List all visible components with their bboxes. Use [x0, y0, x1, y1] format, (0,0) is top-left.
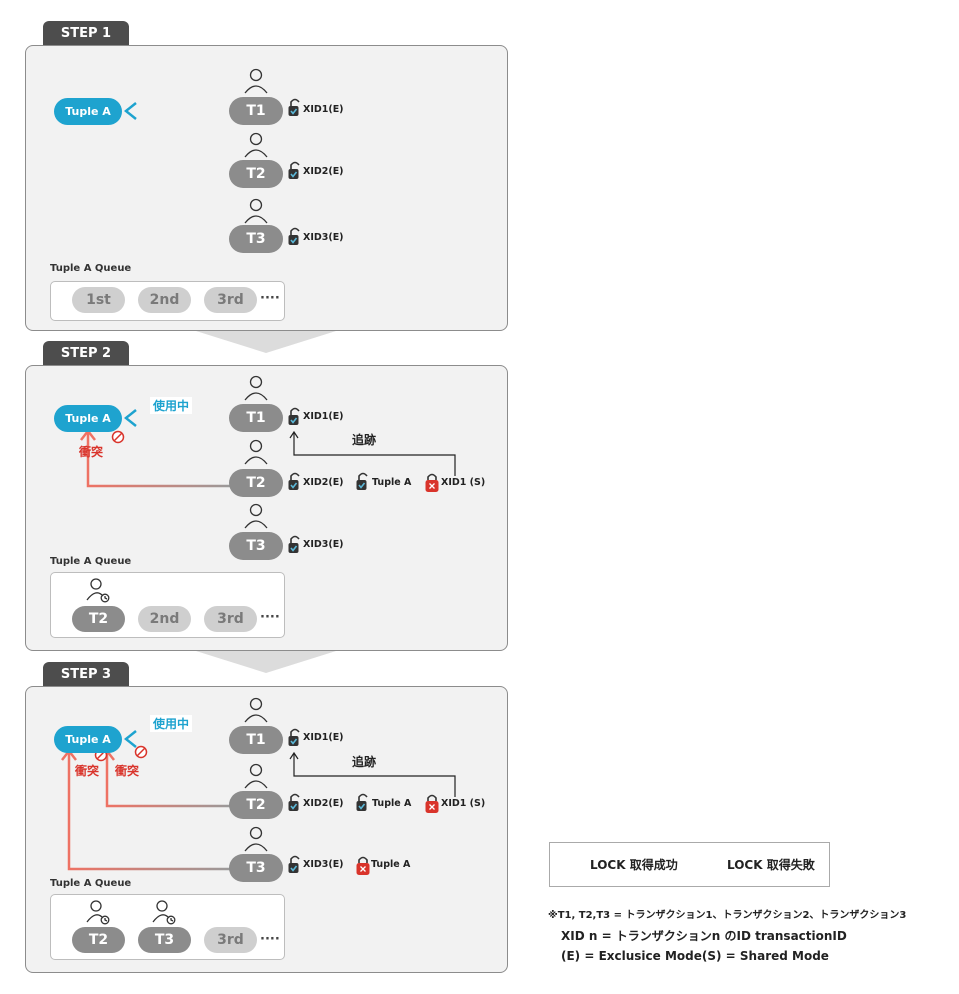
tuple-a-node: Tuple A	[54, 98, 122, 125]
transaction-t3: T3	[229, 225, 283, 253]
queue-ellipsis: ····	[260, 291, 280, 306]
in-use-label: 使用中	[150, 715, 193, 732]
queue-slot-2: 2nd	[138, 287, 191, 313]
person-icon	[244, 68, 268, 94]
xid-label: XID1 (S)	[441, 798, 486, 809]
queue-slot-1: T2	[72, 606, 125, 632]
waiting-person-icon	[86, 900, 110, 925]
person-icon	[244, 198, 268, 224]
conflict-label: 衝突	[115, 764, 140, 778]
follow-line	[289, 430, 456, 476]
transaction-t2: T2	[229, 791, 283, 819]
queue-slot-3: 3rd	[204, 927, 257, 953]
person-icon	[244, 439, 268, 465]
xid-label: XID3(E)	[303, 232, 344, 243]
lock-success-icon	[288, 98, 300, 116]
follow-label: 追跡	[352, 433, 377, 447]
xid-label: XID3(E)	[303, 859, 344, 870]
person-icon	[244, 132, 268, 158]
step-2-to-3-arrow	[196, 651, 336, 673]
xid-label: XID1(E)	[303, 104, 344, 115]
legend	[549, 842, 830, 887]
person-icon	[244, 697, 268, 723]
xid-label: XID1(E)	[303, 411, 344, 422]
in-use-label: 使用中	[150, 397, 193, 414]
t2-conflict-arrow	[80, 428, 230, 488]
conflict-label: 衝突	[79, 445, 104, 459]
step-1-to-2-arrow	[196, 331, 336, 353]
step-1-tab: STEP 1	[43, 21, 129, 47]
t1-to-tuple-arrow	[123, 102, 230, 120]
step-3-tab: STEP 3	[43, 662, 129, 688]
waiting-person-icon	[152, 900, 176, 925]
person-icon	[244, 375, 268, 401]
queue-ellipsis: ····	[260, 932, 280, 947]
note-line-1: ※T1, T2,T3 = トランザクション1、トランザクション2、トランザクショ…	[548, 910, 907, 921]
queue-ellipsis: ····	[260, 610, 280, 625]
queue-slot-2: T3	[138, 927, 191, 953]
step-2-tab: STEP 2	[43, 341, 129, 367]
lock-fail-icon	[425, 473, 439, 492]
person-icon	[244, 826, 268, 852]
tuple-a-node: Tuple A	[54, 726, 122, 753]
transaction-t3: T3	[229, 532, 283, 560]
block-icon	[134, 745, 148, 759]
queue-slot-1: 1st	[72, 287, 125, 313]
queue-title: Tuple A Queue	[50, 878, 132, 889]
queue-slot-2: 2nd	[138, 606, 191, 632]
queue-slot-3: 3rd	[204, 606, 257, 632]
xid-label: XID3(E)	[303, 539, 344, 550]
transaction-t1: T1	[229, 404, 283, 432]
note-line-3: (E) = Exclusice Mode(S) = Shared Mode	[561, 949, 829, 963]
note-line-2: XID n = トランザクションn のID transactionID	[561, 929, 847, 943]
person-icon	[244, 763, 268, 789]
t1-to-tuple-arrow	[123, 730, 230, 748]
xid-label: XID2(E)	[303, 477, 344, 488]
transaction-t3: T3	[229, 854, 283, 882]
waiting-person-icon	[86, 578, 110, 603]
t1-to-tuple-arrow	[123, 409, 230, 427]
xid-label: XID2(E)	[303, 798, 344, 809]
lock-target-label: Tuple A	[371, 859, 411, 870]
xid-label: XID1 (S)	[441, 477, 486, 488]
legend-success-label: LOCK 取得成功	[590, 858, 678, 872]
transaction-t2: T2	[229, 160, 283, 188]
follow-label: 追跡	[352, 755, 377, 769]
block-icon	[111, 430, 125, 444]
legend-fail-label: LOCK 取得失敗	[727, 858, 815, 872]
queue-title: Tuple A Queue	[50, 556, 132, 567]
conflict-label: 衝突	[75, 764, 100, 778]
lock-target-label: Tuple A	[372, 477, 412, 488]
follow-line	[289, 751, 456, 797]
tuple-a-node: Tuple A	[54, 405, 122, 432]
lock-target-label: Tuple A	[372, 798, 412, 809]
xid-label: XID2(E)	[303, 166, 344, 177]
transaction-t1: T1	[229, 726, 283, 754]
transaction-t1: T1	[229, 97, 283, 125]
xid-label: XID1(E)	[303, 732, 344, 743]
person-icon	[244, 503, 268, 529]
queue-slot-3: 3rd	[204, 287, 257, 313]
transaction-t2: T2	[229, 469, 283, 497]
queue-slot-1: T2	[72, 927, 125, 953]
queue-title: Tuple A Queue	[50, 263, 132, 274]
